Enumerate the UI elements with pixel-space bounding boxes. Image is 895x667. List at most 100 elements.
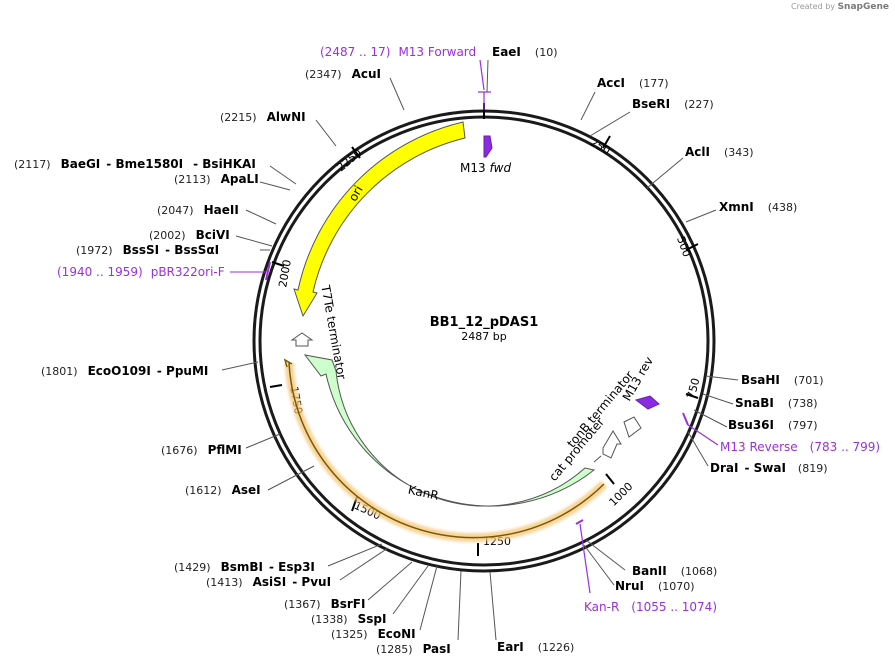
snapgene-credit: Created by SnapGene <box>791 2 889 12</box>
enzyme-bsmbi-name: BsmBI <box>221 560 263 574</box>
enzyme-pasi-name: PasI <box>423 642 451 656</box>
ruler-label-2250: 2250 <box>335 146 365 174</box>
m13-reverse-mark <box>682 412 689 426</box>
enzyme-apali[interactable]: (2113)ApaLI <box>174 172 259 186</box>
ruler-tick-1750 <box>269 384 283 388</box>
enzyme-asei-coord: (1612) <box>185 484 222 497</box>
enzyme-pflmi[interactable]: (1676)PflMI <box>161 443 242 457</box>
enzyme-eaei[interactable]: EaeI(10) <box>492 45 558 59</box>
enzyme-econi-name: EcoNI <box>378 627 416 641</box>
leader-eari <box>489 571 497 641</box>
enzyme-esp3i-name: Esp3I <box>278 560 315 574</box>
enzyme-sspi[interactable]: (1338)SspI <box>311 612 386 626</box>
enzyme-bcivi[interactable]: (2002)BciVI <box>149 228 230 242</box>
enzyme-ecoo109i-ppumi[interactable]: (1801)EcoO109I- PpuMI <box>41 364 208 378</box>
leader-snabi <box>702 393 734 405</box>
enzyme-bseri-coord: (227) <box>684 98 714 111</box>
enzyme-acci[interactable]: AccI(177) <box>597 76 669 90</box>
enzyme-acci-name: AccI <box>597 76 625 90</box>
ori-feature[interactable] <box>293 121 466 318</box>
enzyme-snabi[interactable]: SnaBI(738) <box>735 396 818 410</box>
kanr-orf-line <box>288 362 605 539</box>
leader-banii <box>585 539 626 571</box>
credit-prefix: Created by <box>791 2 836 11</box>
enzyme-bsihkai-name: BsiHKAI <box>202 157 256 171</box>
enzyme-bsahi[interactable]: BsaHI(701) <box>741 373 824 387</box>
leader-bsahi <box>705 375 739 381</box>
kanr-feature[interactable] <box>303 354 596 507</box>
enzyme-haeii-coord: (2047) <box>157 204 194 217</box>
tonb-terminator-label: tonB terminator <box>564 368 636 450</box>
m13-reverse-primer-label: M13 Reverse(783 .. 799) <box>720 440 880 454</box>
tonb-terminator-feature[interactable] <box>623 416 642 438</box>
leader-bsrfi <box>367 561 413 601</box>
m13-rev-feature[interactable] <box>634 395 660 410</box>
enzyme-econi[interactable]: (1325) EcoNI <box>331 627 416 641</box>
enzyme-acui[interactable]: (2347)AcuI <box>305 67 381 81</box>
enzyme-bsssi-name: BssSI <box>123 243 160 257</box>
enzyme-asei-name: AseI <box>232 483 261 497</box>
cat-promoter-feature[interactable] <box>602 430 622 459</box>
leader-acci <box>580 91 596 121</box>
pbr322ori-f-name: pBR322ori-F <box>151 265 225 279</box>
enzyme-econi-coord: (1325) <box>331 628 368 641</box>
enzyme-eari-coord: (1226) <box>538 641 575 654</box>
enzyme-banii-name: BanII <box>632 564 667 578</box>
enzyme-asisi-pvui[interactable]: (1413)AsiSI- PvuI <box>206 575 331 589</box>
enzyme-bsssi-bsssai[interactable]: (1972)BssSI- BssSαI <box>76 243 219 257</box>
pbr322ori-f-coord: (1940 .. 1959) <box>57 265 143 279</box>
ruler-tick-250 <box>602 135 611 149</box>
enzyme-bsu36i[interactable]: Bsu36I(797) <box>728 418 818 432</box>
m13-reverse-leader <box>687 424 719 446</box>
ruler-label-1000: 1000 <box>607 480 636 509</box>
enzyme-drai-name: DraI <box>710 461 738 475</box>
pbr322ori-f-mark <box>265 261 271 281</box>
leader-drai <box>687 431 709 467</box>
leader-apali <box>259 181 291 191</box>
enzyme-eari[interactable]: EarI(1226) <box>497 640 574 654</box>
ruler-tick-2250 <box>351 146 361 159</box>
kanr-orf-arrowhead <box>283 358 293 368</box>
enzyme-nrui[interactable]: NruI(1070) <box>615 579 695 593</box>
enzyme-asei[interactable]: (1612) AseI <box>185 483 261 497</box>
enzyme-apali-coord: (2113) <box>174 173 211 186</box>
primer-marks <box>265 59 719 594</box>
enzyme-bsmbi-coord: (1429) <box>174 561 211 574</box>
enzyme-bseri[interactable]: BseRI (227) <box>632 97 714 111</box>
enzyme-pasi[interactable]: (1285)PasI <box>376 642 451 656</box>
enzyme-baegi-bme1580i-bsihkai[interactable]: (2117)BaeGI- Bme1580I- BsiHKAI <box>14 157 256 171</box>
enzyme-xmni[interactable]: XmnI(438) <box>719 200 797 214</box>
ruler-label-750: 750 <box>685 377 703 401</box>
enzyme-pvui-name: PvuI <box>301 575 331 589</box>
snapgene-logo: SnapGene <box>837 2 889 12</box>
enzyme-banii-coord: (1068) <box>681 565 718 578</box>
pbr322ori-f-primer-label: (1940 .. 1959) pBR322ori-F <box>57 265 225 279</box>
enzyme-acli[interactable]: AclI(343) <box>685 145 754 159</box>
enzyme-acui-coord: (2347) <box>305 68 342 81</box>
leader-pasi <box>457 570 462 641</box>
m13-reverse-name: M13 Reverse <box>720 440 798 454</box>
enzyme-alwni-coord: (2215) <box>220 111 257 124</box>
cat-promoter-leader <box>593 455 602 463</box>
enzyme-bsahi-name: BsaHI <box>741 373 780 387</box>
leader-alwni <box>315 119 337 147</box>
enzyme-bseri-name: BseRI <box>632 97 670 111</box>
enzyme-alwni[interactable]: (2215)AlwNI <box>220 110 306 124</box>
enzyme-ecoo109i-name: EcoO109I <box>88 364 151 378</box>
enzyme-snabi-coord: (738) <box>788 397 818 410</box>
enzyme-haeii[interactable]: (2047)HaeII <box>157 203 239 217</box>
m13-fwd-direction: fwd <box>489 161 511 175</box>
enzyme-baegi-coord: (2117) <box>14 158 51 171</box>
kanr-label: KanR <box>407 483 440 503</box>
enzyme-banii[interactable]: BanII (1068) <box>632 564 717 578</box>
ruler-label-2000: 2000 <box>276 259 294 289</box>
t7te-terminator-feature[interactable] <box>290 332 314 347</box>
enzyme-bsrfi[interactable]: (1367)BsrFI <box>284 597 365 611</box>
enzyme-bsmbi-esp3i[interactable]: (1429)BsmBI- Esp3I <box>174 560 315 574</box>
enzyme-drai-swai[interactable]: DraI- SwaI(819) <box>710 461 828 475</box>
leader-xmni <box>685 209 717 223</box>
enzyme-asisi-name: AsiSI <box>253 575 287 589</box>
m13-forward-mark <box>478 91 491 110</box>
m13-fwd-feature[interactable] <box>483 135 493 158</box>
